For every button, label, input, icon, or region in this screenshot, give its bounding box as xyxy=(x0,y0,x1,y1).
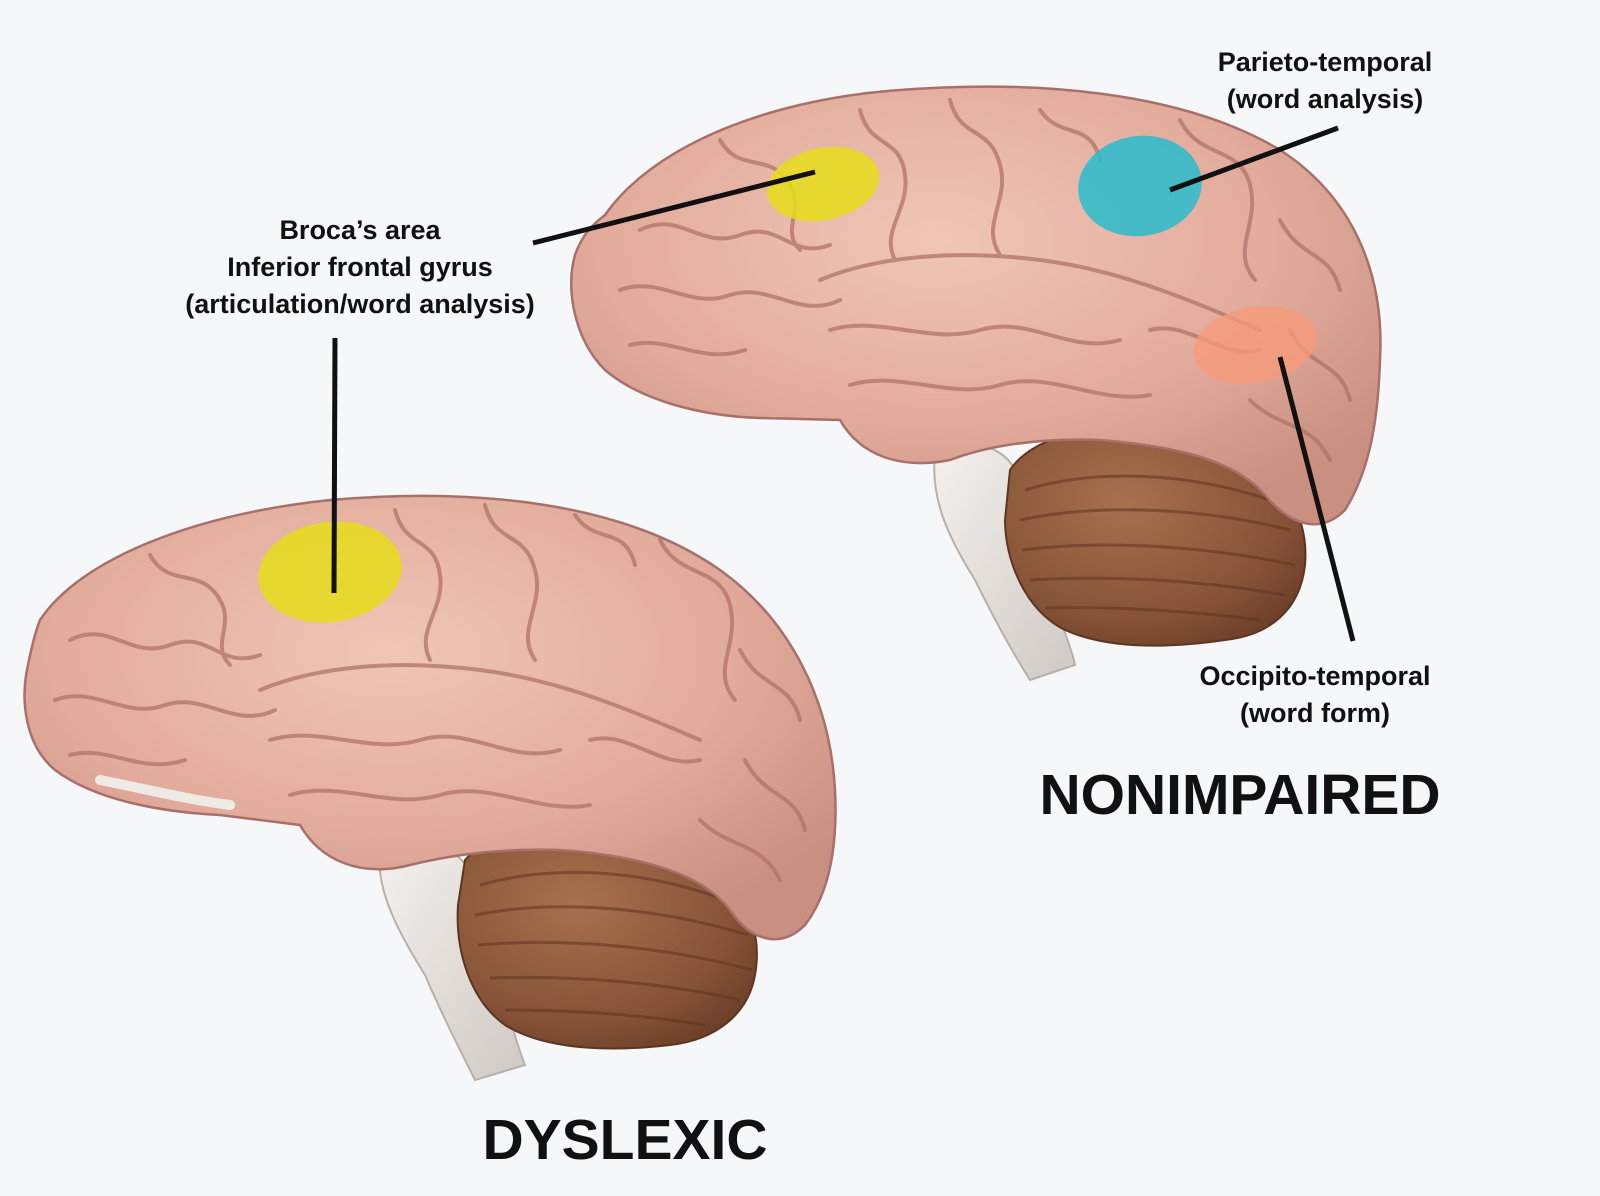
nonimpaired-broca-highlight xyxy=(766,146,880,222)
occipito-label: Occipito-temporal (word form) xyxy=(1165,658,1465,732)
occipito-label-line1: Occipito-temporal xyxy=(1199,661,1431,691)
dyslexic-brain xyxy=(23,494,837,1082)
dyslexic-broca-highlight xyxy=(258,521,402,623)
nonimpaired-occipito-highlight xyxy=(1193,306,1317,384)
nonimpaired-title: NONIMPAIRED xyxy=(1039,763,1441,827)
nonimpaired-parieto-highlight xyxy=(1078,135,1202,237)
parieto-label: Parieto-temporal (word analysis) xyxy=(1175,44,1475,118)
parieto-label-line1: Parieto-temporal xyxy=(1217,47,1433,77)
nonimpaired-brainstem xyxy=(933,444,1077,682)
broca-label-line3: (articulation/word analysis) xyxy=(185,289,535,319)
nonimpaired-brain xyxy=(570,85,1382,682)
broca-label-line2: Inferior frontal gyrus xyxy=(227,252,493,282)
parieto-label-line2: (word analysis) xyxy=(1226,84,1424,114)
broca-label: Broca’s area Inferior frontal gyrus (art… xyxy=(140,212,580,323)
parieto-leader xyxy=(1169,125,1339,193)
broca-label-line1: Broca’s area xyxy=(279,215,441,245)
broca-leader-to-nonimpaired xyxy=(532,169,816,246)
broca-leader-to-dyslexic xyxy=(331,337,338,594)
dyslexic-title: DYSLEXIC xyxy=(482,1108,768,1172)
occipito-leader xyxy=(1277,356,1356,642)
occipito-label-line2: (word form) xyxy=(1240,698,1390,728)
dyslexic-cerebrum xyxy=(23,494,837,941)
nonimpaired-cerebellum xyxy=(1003,425,1307,647)
leader-lines xyxy=(331,125,1356,642)
